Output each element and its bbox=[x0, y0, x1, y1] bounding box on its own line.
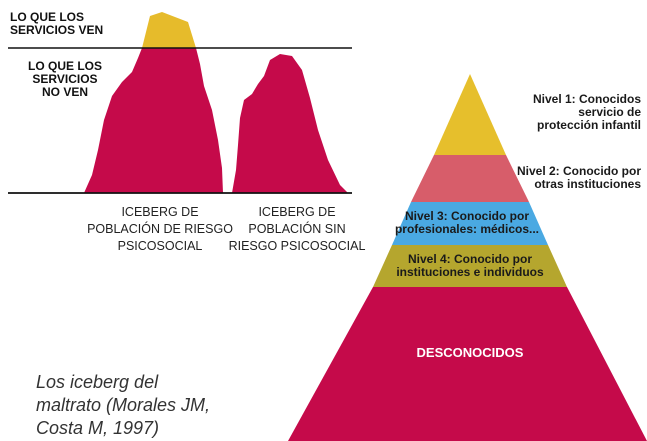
level-1-line: Nivel 1: Conocidos bbox=[532, 92, 641, 106]
visible-label-line: SERVICIOS VEN bbox=[10, 23, 104, 37]
base-label: DESCONOCIDOS bbox=[416, 345, 524, 360]
level-2-label: Nivel 2: Conocido por otras institucione… bbox=[517, 165, 641, 191]
pyramid-level-3 bbox=[392, 202, 548, 245]
level-4-label: Nivel 4: Conocido por instituciones e in… bbox=[380, 253, 560, 279]
iceberg-no-risk-body bbox=[232, 54, 348, 193]
pyramid-level-4 bbox=[373, 245, 567, 287]
level-4-line: instituciones e individuos bbox=[396, 265, 544, 279]
hidden-label: LO QUE LOS SERVICIOS NO VEN bbox=[10, 60, 120, 99]
caption-risk: ICEBERG DE POBLACIÓN DE RIESGO PSICOSOCI… bbox=[86, 204, 234, 255]
level-1-line: servicio de bbox=[578, 105, 641, 119]
citation: Los iceberg del maltrato (Morales JM, Co… bbox=[36, 371, 210, 440]
level-3-label: Nivel 3: Conocido por profesionales: méd… bbox=[392, 210, 542, 236]
pyramid-base bbox=[288, 287, 647, 441]
caption-risk-line: PSICOSOCIAL bbox=[117, 239, 203, 253]
visible-label-line: LO QUE LOS bbox=[10, 10, 85, 24]
caption-no-risk-line: RIESGO PSICOSOCIAL bbox=[228, 239, 366, 253]
caption-no-risk-line: POBLACIÓN SIN bbox=[248, 222, 346, 236]
level-1-label: Nivel 1: Conocidos servicio de protecció… bbox=[533, 93, 641, 132]
hidden-label-line: LO QUE LOS bbox=[27, 59, 102, 73]
level-2-line: Nivel 2: Conocido por bbox=[516, 164, 641, 178]
caption-no-risk-line: ICEBERG DE bbox=[258, 205, 336, 219]
pyramid-level-1 bbox=[434, 74, 506, 155]
citation-line: maltrato (Morales JM, bbox=[36, 395, 211, 415]
caption-risk-line: ICEBERG DE bbox=[121, 205, 199, 219]
level-2-line: otras instituciones bbox=[534, 177, 641, 191]
level-4-line: Nivel 4: Conocido por bbox=[407, 252, 532, 266]
citation-line: Los iceberg del bbox=[36, 372, 159, 392]
level-3-line: Nivel 3: Conocido por bbox=[404, 209, 529, 223]
citation-line: Costa M, 1997) bbox=[36, 418, 160, 438]
caption-no-risk: ICEBERG DE POBLACIÓN SIN RIESGO PSICOSOC… bbox=[228, 204, 366, 255]
visible-label: LO QUE LOS SERVICIOS VEN bbox=[10, 11, 103, 37]
pyramid-level-2 bbox=[411, 155, 529, 202]
caption-risk-line: POBLACIÓN DE RIESGO bbox=[87, 222, 233, 236]
iceberg-risk-tip bbox=[142, 12, 196, 48]
iceberg-risk-body bbox=[84, 48, 223, 193]
level-3-line: profesionales: médicos... bbox=[394, 222, 540, 236]
level-1-line: protección infantil bbox=[536, 118, 641, 132]
hidden-label-line: SERVICIOS bbox=[32, 72, 98, 86]
hidden-label-line: NO VEN bbox=[41, 85, 88, 99]
